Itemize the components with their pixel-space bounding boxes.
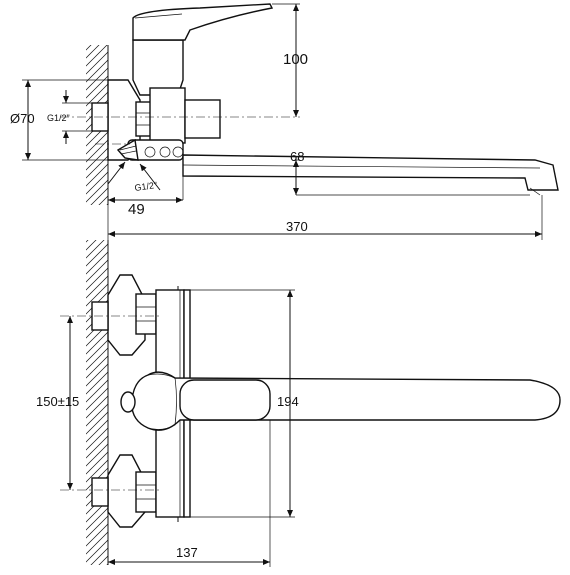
dim-diameter-70: Ø70	[10, 111, 35, 126]
nut-lower	[135, 471, 157, 513]
handle-front	[179, 379, 271, 421]
dim-194-group: 194	[185, 289, 299, 518]
dim-49: 49	[128, 201, 145, 218]
dim-68: 68	[290, 149, 304, 164]
dim-150: 150±15	[36, 394, 79, 409]
mixer-cylinder-top	[149, 87, 186, 144]
handle-top	[132, 3, 274, 41]
front-view	[60, 240, 561, 565]
dim-137-group: 137	[108, 420, 271, 567]
mixer-body-top	[132, 39, 184, 96]
dim-150-group: 150±15	[36, 316, 79, 490]
dim-370: 370	[286, 219, 308, 234]
dim-137: 137	[176, 545, 198, 560]
thread-g12-top: G1/2"	[47, 113, 70, 123]
wall-hatch-bottom	[86, 240, 108, 565]
thread-g12-bottom: G1/2"	[134, 180, 158, 193]
handle-cap	[120, 391, 136, 413]
side-view: 100 Ø70 G1/2" G1/2" 68 49	[10, 3, 559, 218]
back-connector	[184, 99, 221, 139]
dim-370-group: 370	[107, 195, 543, 240]
nut-upper	[135, 293, 157, 335]
dim-100: 100	[283, 51, 308, 68]
spout-side	[182, 154, 559, 191]
dim-194: 194	[277, 394, 299, 409]
